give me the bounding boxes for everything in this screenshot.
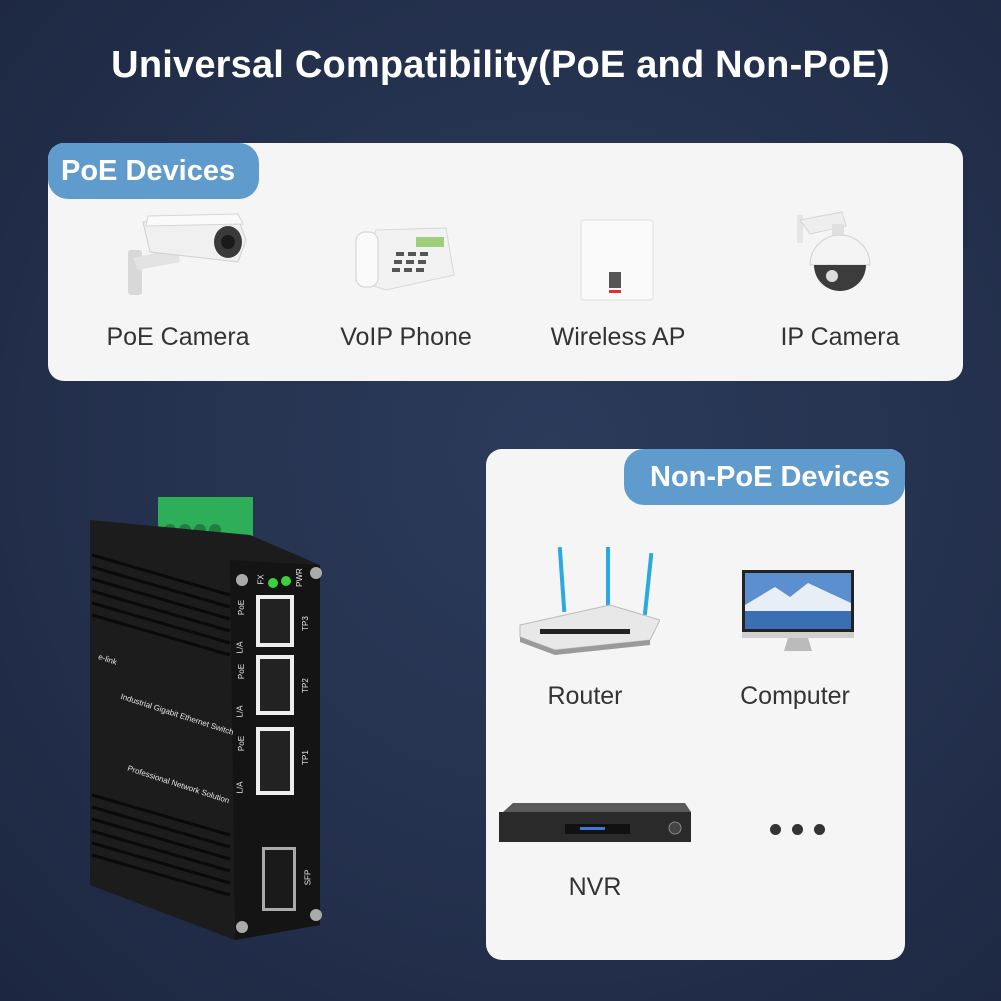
desk-phone-icon xyxy=(355,227,455,291)
device-router: Router xyxy=(510,545,661,710)
device-wireless-ap: Wireless AP xyxy=(528,210,708,351)
device-label: VoIP Phone xyxy=(340,323,472,351)
bullet-camera-icon xyxy=(128,213,247,295)
device-poe-camera: PoE Camera xyxy=(88,210,268,351)
led-label-pwr: PWR xyxy=(294,568,304,587)
led-label-poe: PoE xyxy=(237,663,247,680)
led-label-la: L/A xyxy=(235,781,245,794)
switch-illustration-icon xyxy=(90,497,322,940)
dot xyxy=(770,824,781,835)
device-computer: Computer xyxy=(720,565,870,710)
led-label-la: L/A xyxy=(235,705,245,718)
wireless-ap-icon xyxy=(580,219,654,301)
router-icon xyxy=(519,546,661,655)
device-label: NVR xyxy=(568,873,622,901)
dome-camera-icon xyxy=(797,211,871,291)
device-label: Computer xyxy=(740,682,850,710)
led-label-poe: PoE xyxy=(237,735,247,752)
ethernet-switch-image: e-link Industrial Gigabit Ethernet Switc… xyxy=(70,495,340,945)
port-label-sfp: SFP xyxy=(303,869,313,886)
device-voip-phone: VoIP Phone xyxy=(316,210,496,351)
dot xyxy=(814,824,825,835)
port-label-tp1: TP1 xyxy=(300,750,310,765)
device-nvr: NVR xyxy=(495,800,695,901)
device-label: IP Camera xyxy=(780,323,900,351)
poe-devices-badge: PoE Devices xyxy=(48,143,259,199)
device-label: PoE Camera xyxy=(106,323,250,351)
nonpoe-devices-panel xyxy=(486,449,905,960)
dot xyxy=(792,824,803,835)
device-ip-camera: IP Camera xyxy=(750,210,930,351)
port-label-tp2: TP2 xyxy=(300,678,310,693)
monitor-icon xyxy=(742,570,854,651)
led-label-fx: FX xyxy=(256,574,266,585)
nonpoe-devices-badge: Non-PoE Devices xyxy=(624,449,905,505)
device-label: Wireless AP xyxy=(550,323,686,351)
nvr-icon xyxy=(499,803,691,842)
port-label-tp3: TP3 xyxy=(300,616,310,631)
device-label: Router xyxy=(547,682,623,710)
page-title: Universal Compatibility(PoE and Non-PoE) xyxy=(111,44,890,86)
led-label-poe: PoE xyxy=(237,599,247,616)
led-label-la: L/A xyxy=(235,641,245,654)
more-devices-icon xyxy=(760,820,835,840)
